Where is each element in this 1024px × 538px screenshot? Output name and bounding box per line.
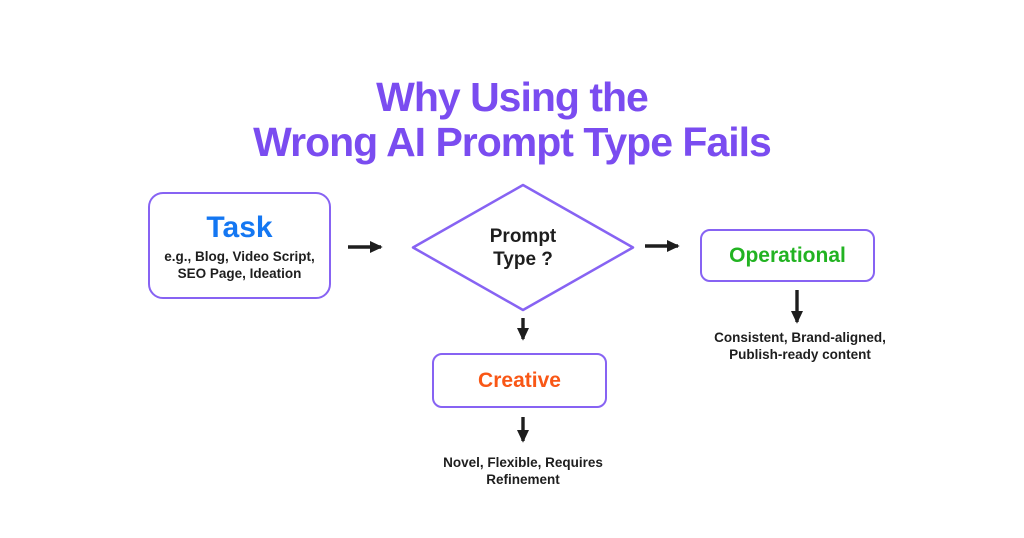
page-title-line1: Why Using the	[376, 74, 649, 121]
task-node-subtitle: e.g., Blog, Video Script, SEO Page, Idea…	[164, 249, 315, 282]
task-subtitle-line1: e.g., Blog, Video Script,	[164, 249, 315, 264]
creative-node-label: Creative	[478, 368, 561, 392]
decision-diamond-shape	[411, 183, 635, 312]
decision-node-label: Prompt Type ?	[413, 225, 633, 271]
creative-node: Creative	[432, 353, 607, 408]
task-node-label: Task	[206, 211, 273, 244]
task-node: Task e.g., Blog, Video Script, SEO Page,…	[148, 192, 331, 299]
operational-outcome-text: Consistent, Brand-aligned, Publish-ready…	[688, 329, 912, 363]
operational-outcome-line1: Consistent, Brand-aligned,	[714, 330, 886, 345]
decision-label-line2: Type ?	[493, 249, 553, 270]
creative-outcome-line2: Refinement	[486, 472, 560, 487]
decision-label-line1: Prompt	[489, 226, 557, 247]
creative-outcome-text: Novel, Flexible, Requires Refinement	[411, 454, 635, 488]
task-subtitle-line2: SEO Page, Ideation	[177, 265, 302, 281]
operational-node: Operational	[700, 229, 875, 282]
operational-node-label: Operational	[729, 243, 846, 267]
page-title-line2: Wrong AI Prompt Type Fails	[253, 119, 772, 166]
creative-outcome-line1: Novel, Flexible, Requires	[443, 455, 603, 470]
operational-outcome-line2: Publish-ready content	[729, 347, 871, 362]
page-title: Why Using the Wrong AI Prompt Type Fails	[0, 75, 1024, 165]
